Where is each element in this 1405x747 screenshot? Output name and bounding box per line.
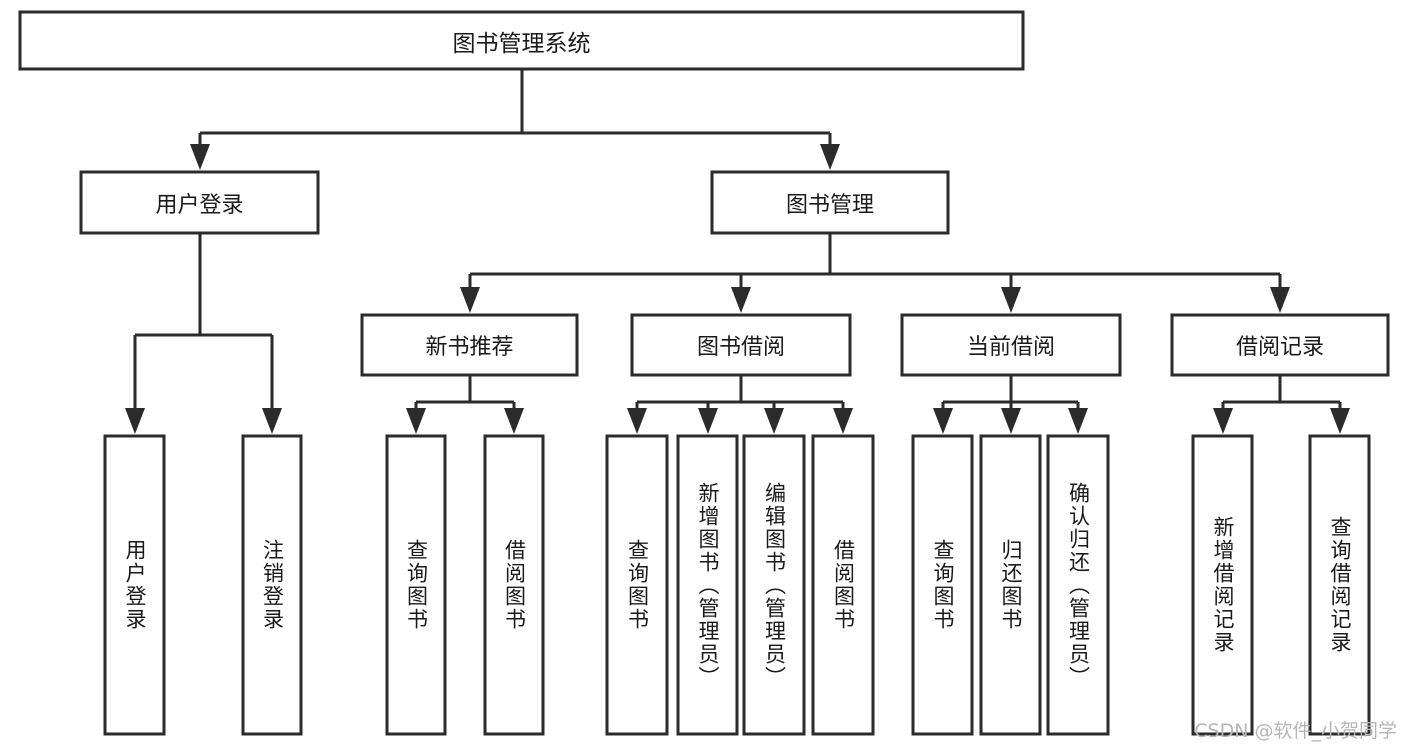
arrow-head-icon xyxy=(1001,287,1021,313)
node-box-leaf-add-record[interactable] xyxy=(1191,434,1254,736)
node-box-leaf-return-book[interactable] xyxy=(979,434,1042,736)
node-box-leaf-confirm-return[interactable] xyxy=(1046,434,1110,736)
arrow-head-icon xyxy=(460,287,480,313)
node-box-record[interactable] xyxy=(1170,313,1390,377)
node-box-leaf-add-book[interactable] xyxy=(676,434,739,736)
node-box-layer xyxy=(18,10,1390,736)
node-box-root[interactable] xyxy=(18,10,1025,71)
node-box-leaf-query-record[interactable] xyxy=(1308,434,1371,736)
node-box-leaf-borrow-book-2[interactable] xyxy=(811,434,875,736)
arrow-head-icon xyxy=(406,408,426,434)
arrow-head-icon xyxy=(698,408,718,434)
connector-layer xyxy=(125,69,1350,434)
node-box-leaf-logout[interactable] xyxy=(241,434,303,736)
arrow-head-icon xyxy=(190,144,210,170)
arrow-head-icon xyxy=(820,144,840,170)
arrow-head-icon xyxy=(1270,287,1290,313)
node-box-newbook[interactable] xyxy=(360,313,579,377)
node-box-borrow[interactable] xyxy=(630,313,852,377)
node-box-bookmgmt[interactable] xyxy=(710,170,950,235)
arrow-head-icon xyxy=(731,287,751,313)
arrow-head-icon xyxy=(627,408,647,434)
arrow-head-icon xyxy=(262,408,282,434)
node-box-leaf-user-login[interactable] xyxy=(103,434,166,736)
arrow-head-icon xyxy=(504,408,524,434)
node-box-leaf-query-book-3[interactable] xyxy=(911,434,974,736)
arrow-head-icon xyxy=(764,408,784,434)
arrow-head-icon xyxy=(1213,408,1233,434)
node-box-leaf-borrow-book-1[interactable] xyxy=(483,434,545,736)
node-box-leaf-query-book-2[interactable] xyxy=(605,434,669,736)
node-box-leaf-query-book-1[interactable] xyxy=(385,434,447,736)
arrow-head-icon xyxy=(933,408,953,434)
arrow-head-icon xyxy=(1001,408,1021,434)
arrow-head-icon xyxy=(125,408,145,434)
arrow-head-icon xyxy=(833,408,853,434)
arrow-head-icon xyxy=(1330,408,1350,434)
arrow-head-icon xyxy=(1068,408,1088,434)
node-box-current[interactable] xyxy=(900,313,1122,377)
node-box-leaf-edit-book[interactable] xyxy=(742,434,806,736)
node-box-login[interactable] xyxy=(79,170,320,235)
